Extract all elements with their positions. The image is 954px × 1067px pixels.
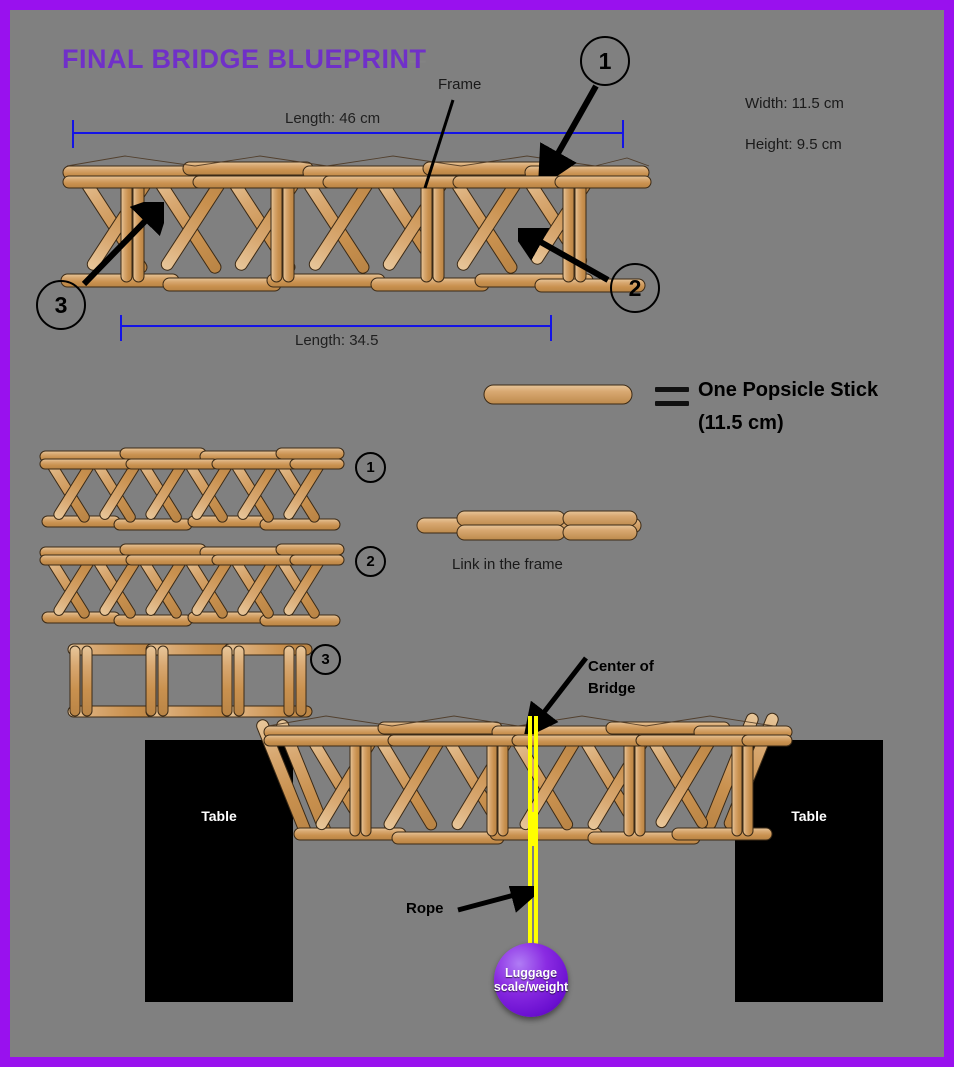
test-setup-bridge — [256, 712, 793, 845]
center-of-bridge-label-line1: Center of — [588, 658, 654, 675]
legend-stick-label-line1: One Popsicle Stick — [698, 379, 879, 401]
dimension-label-length-34: Length: 34.5 — [295, 332, 379, 349]
callout-3-arrow — [81, 202, 164, 287]
frame-label: Frame — [438, 76, 482, 93]
legend-stick-label-line2: (11.5 cm) — [698, 412, 784, 434]
callout-3-main: 3 — [36, 280, 86, 330]
callout-2-arrow — [518, 228, 610, 283]
main-bridge-truss — [60, 155, 652, 293]
weight-label-line1: Luggage — [504, 966, 558, 980]
equals-sign-bar-bottom — [655, 401, 689, 406]
dimension-tick-right-top — [622, 120, 624, 148]
component-truss-2 — [39, 543, 345, 627]
dimension-tick-right-bottom — [550, 315, 552, 341]
dimension-line-bottom — [120, 325, 552, 327]
blueprint-canvas: FINAL BRIDGE BLUEPRINT FINAL BRIDGE BLUE… — [10, 10, 944, 1057]
table-right: Table — [735, 740, 883, 1002]
rope-arrow — [457, 886, 534, 913]
component-deck-3 — [67, 643, 313, 718]
luggage-scale-weight: Luggage scale/weight — [494, 943, 568, 1017]
legend-link-label: Link in the frame — [452, 556, 563, 573]
rope — [528, 716, 538, 968]
spec-height: Height: 9.5 cm — [745, 136, 842, 153]
equals-sign-bar-top — [655, 387, 689, 392]
frame-link-sample — [416, 510, 642, 541]
rope-label: Rope — [406, 900, 444, 917]
center-of-bridge-arrow — [523, 656, 588, 734]
callout-1-arrow — [537, 84, 599, 176]
page-title: FINAL BRIDGE BLUEPRINT — [62, 44, 427, 74]
component-label-1: 1 — [355, 452, 386, 483]
component-label-2: 2 — [355, 546, 386, 577]
dimension-line-top — [72, 132, 624, 134]
component-truss-1 — [39, 447, 345, 531]
center-of-bridge-label-line2: Bridge — [588, 680, 636, 697]
table-right-label: Table — [791, 808, 827, 824]
weight-label-line2: scale/weight — [493, 980, 569, 994]
dimension-tick-left-top — [72, 120, 74, 148]
popsicle-stick-sample — [483, 384, 633, 405]
callout-1-main: 1 — [580, 36, 630, 86]
dimension-label-length-46: Length: 46 cm — [285, 110, 381, 127]
table-left-label: Table — [201, 808, 237, 824]
dimension-tick-left-bottom — [120, 315, 122, 341]
frame-leader-line — [423, 99, 455, 189]
spec-width: Width: 11.5 cm — [745, 95, 844, 112]
callout-2-main: 2 — [610, 263, 660, 313]
component-label-3: 3 — [310, 644, 341, 675]
table-left: Table — [145, 740, 293, 1002]
